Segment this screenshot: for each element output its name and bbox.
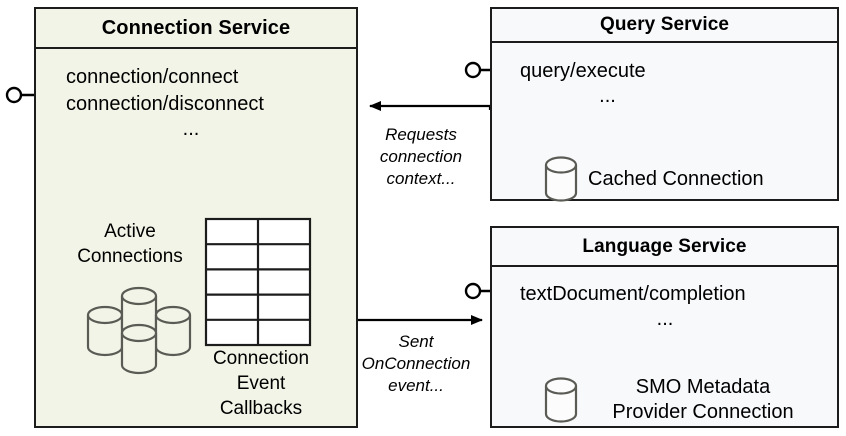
edge-query-to-connection	[369, 101, 492, 111]
component-language-service[interactable]: Language Service textDocument/completion…	[490, 226, 839, 428]
edge-sent-line1: Sent	[398, 332, 434, 351]
language-service-ellipsis: ...	[656, 308, 674, 330]
connection-service-ellipsis: ...	[182, 118, 200, 140]
database-cluster-icon	[86, 286, 192, 375]
smo-metadata-provider-connection-item: SMO Metadata Provider Connection	[544, 375, 818, 425]
language-service-body: textDocument/completion ... SMO Metadata…	[492, 267, 837, 426]
cached-connection-item: Cached Connection	[544, 156, 764, 202]
language-service-operations: textDocument/completion ...	[520, 281, 830, 330]
query-service-title: Query Service	[492, 9, 837, 43]
query-service-ellipsis: ...	[599, 85, 616, 107]
operation-query-execute[interactable]: query/execute	[520, 60, 646, 82]
edge-sent-line2: OnConnection	[361, 354, 471, 373]
smo-label-line1: SMO Metadata	[635, 376, 771, 398]
database-cylinder-icon	[544, 156, 578, 202]
active-connections-caption: Active Connections	[50, 219, 210, 269]
language-service-title: Language Service	[492, 228, 837, 267]
connection-service-operations: connection/connect connection/disconnect…	[66, 64, 330, 140]
smo-label-line2: Provider Connection	[612, 401, 794, 423]
callbacks-caption-line3: Callbacks	[219, 398, 303, 419]
callbacks-caption-line2: Event	[236, 373, 286, 394]
connection-event-callbacks-caption: Connection Event Callbacks	[191, 346, 331, 421]
component-connection-service[interactable]: Connection Service connection/connect co…	[34, 7, 358, 428]
edge-requests-line2: connection	[379, 147, 463, 166]
component-query-service[interactable]: Query Service query/execute ... Cached C…	[490, 7, 839, 202]
operation-connection-connect[interactable]: connection/connect	[66, 66, 239, 88]
operation-textdocument-completion[interactable]: textDocument/completion	[520, 283, 746, 305]
connection-service-title: Connection Service	[36, 9, 356, 49]
edge-label-connection-to-language: Sent OnConnection event...	[350, 331, 482, 397]
edge-sent-line3: event...	[388, 376, 444, 395]
smo-metadata-provider-connection-label: SMO Metadata Provider Connection	[578, 375, 818, 425]
active-connections-caption-line1: Active	[104, 221, 156, 242]
cached-connection-label: Cached Connection	[588, 167, 764, 190]
operation-connection-disconnect[interactable]: connection/disconnect	[66, 93, 264, 115]
connection-service-body: connection/connect connection/disconnect…	[36, 49, 356, 426]
query-service-body: query/execute ... Cached Connection	[492, 43, 837, 202]
active-connections-caption-line2: Connections	[77, 246, 183, 267]
edge-label-query-to-connection: Requests connection context...	[362, 124, 480, 190]
table-grid-icon	[204, 217, 312, 347]
edge-requests-line1: Requests	[385, 125, 457, 144]
edge-requests-line3: context...	[386, 169, 456, 188]
callbacks-caption-line1: Connection	[212, 348, 310, 369]
query-service-operations: query/execute ...	[520, 58, 820, 107]
database-cylinder-icon	[544, 377, 578, 423]
